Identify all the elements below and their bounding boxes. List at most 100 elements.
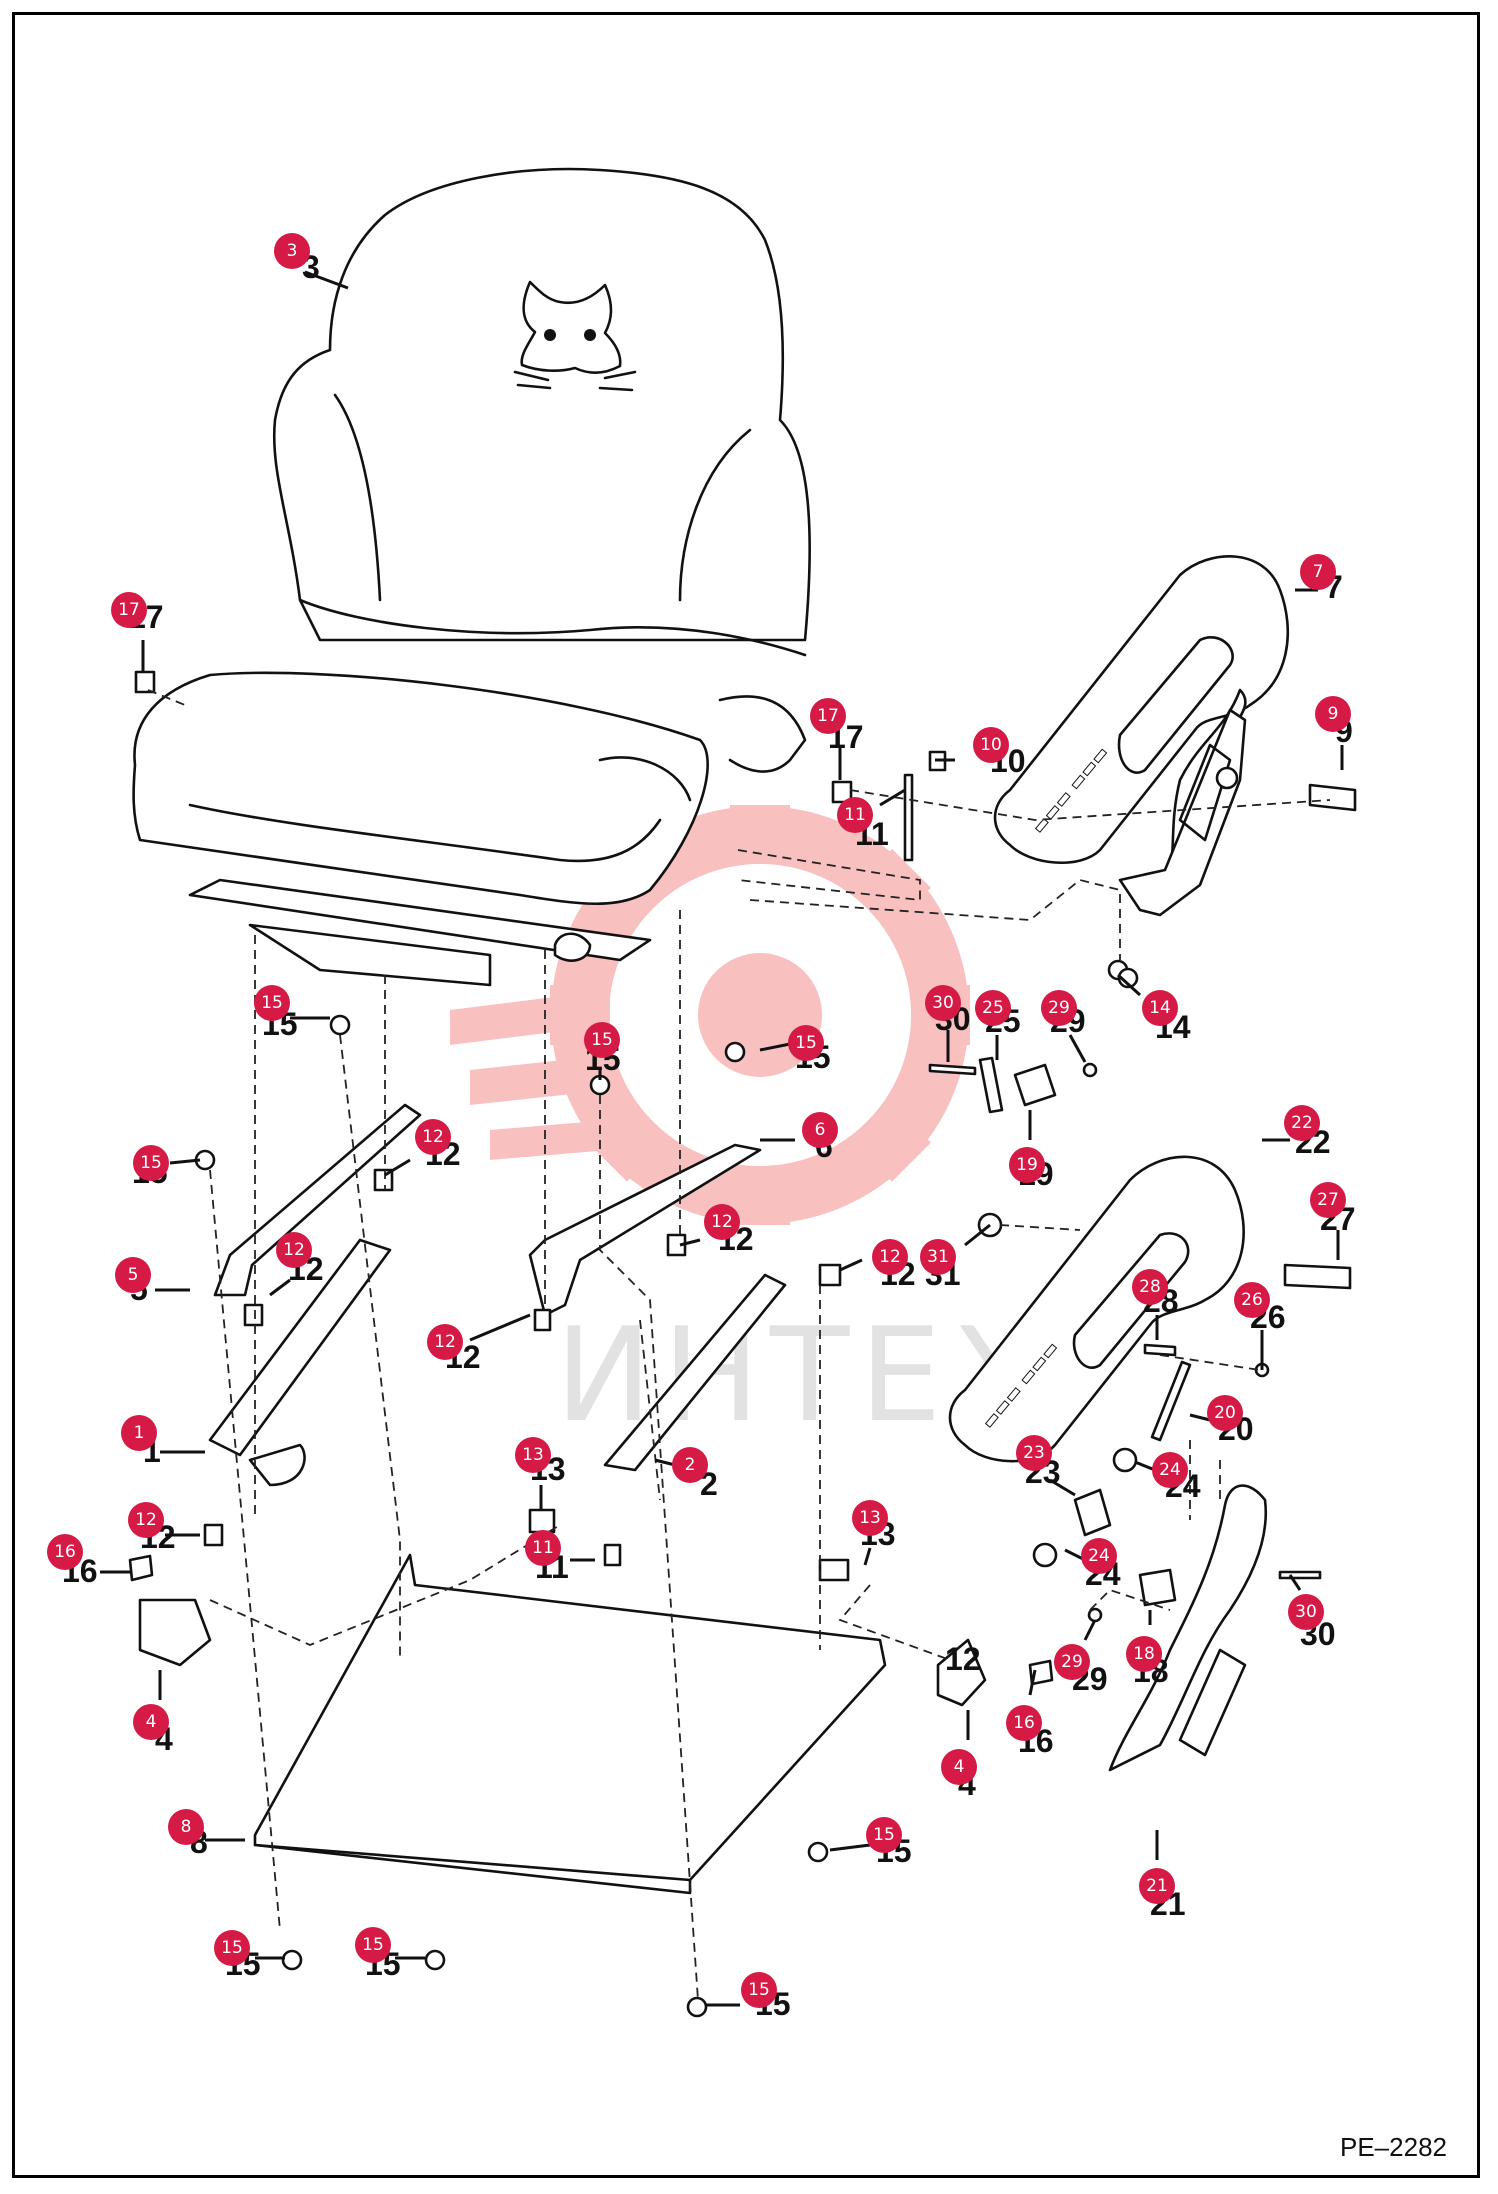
callout-badge-15[interactable]: 15 [133, 1145, 169, 1181]
callout-badge-label: 27 [1317, 1190, 1339, 1210]
callout-badge-13[interactable]: 13 [852, 1500, 888, 1536]
callout-badge-12[interactable]: 12 [415, 1119, 451, 1155]
callout-badge-17[interactable]: 17 [111, 592, 147, 628]
callout-badge-circle [973, 727, 1009, 763]
callout-badge-15[interactable]: 15 [355, 1927, 391, 1963]
callout-badge-12[interactable]: 12 [427, 1324, 463, 1360]
callout-badge-30[interactable]: 30 [1288, 1594, 1324, 1630]
callout-badge-13[interactable]: 13 [515, 1437, 551, 1473]
armrest-bracket-window [1178, 743, 1232, 842]
bobcat-logo-icon [513, 280, 637, 392]
assembly-lines [147, 689, 1331, 2001]
callout-badge-label: 31 [927, 1247, 949, 1267]
callout-badge-circle [128, 1502, 164, 1538]
callout-badge-8[interactable]: 8 [168, 1809, 204, 1845]
callout-badge-21[interactable]: 21 [1139, 1868, 1175, 1904]
callout-badge-4[interactable]: 4 [133, 1704, 169, 1740]
callout-badge-18[interactable]: 18 [1126, 1636, 1162, 1672]
callout-badge-label: 29 [1061, 1652, 1083, 1672]
callout-badge-24[interactable]: 24 [1152, 1452, 1188, 1488]
callout-badge-label: 1 [134, 1423, 145, 1443]
callout-leader-line [1028, 1669, 1037, 1696]
callout-leader-line [1288, 1574, 1302, 1591]
pin-30-b [1278, 1570, 1322, 1580]
callout-badge-label: 29 [1048, 998, 1070, 1018]
callout-badge-circle [584, 1022, 620, 1058]
callout-badge-label: 4 [146, 1712, 157, 1732]
callout-badge-30[interactable]: 30 [925, 985, 961, 1021]
callout-badge-20[interactable]: 20 [1207, 1395, 1243, 1431]
callout-badge-22[interactable]: 22 [1284, 1105, 1320, 1141]
seat-back-seam [298, 598, 807, 657]
callout-badge-12[interactable]: 12 [704, 1204, 740, 1240]
callout-badge-label: 11 [844, 805, 866, 825]
callout-badge-12[interactable]: 12 [128, 1502, 164, 1538]
bolt-13 [818, 1558, 850, 1582]
callout-badge-label: 7 [1313, 562, 1324, 582]
callout-badge-5[interactable]: 5 [115, 1257, 151, 1293]
callout-badge-16[interactable]: 16 [1006, 1705, 1042, 1741]
callout-badge-23[interactable]: 23 [1016, 1435, 1052, 1471]
callout-badge-1[interactable]: 1 [121, 1415, 157, 1451]
callout-badge-label: 11 [532, 1538, 554, 1558]
callout-badge-15[interactable]: 15 [584, 1022, 620, 1058]
callout-badge-label: 24 [1159, 1460, 1181, 1480]
nut-17-left [134, 670, 156, 694]
callout-badge-label: 5 [128, 1265, 139, 1285]
callout-badge-15[interactable]: 15 [741, 1972, 777, 2008]
callout-badge-17[interactable]: 17 [810, 698, 846, 734]
callout-badge-24[interactable]: 24 [1081, 1538, 1117, 1574]
callout-badge-circle [1288, 1594, 1324, 1630]
callout-badge-12[interactable]: 12 [276, 1232, 312, 1268]
nut-29 [1082, 1062, 1098, 1078]
callout-badge-9[interactable]: 9 [1315, 696, 1351, 732]
callout-badge-10[interactable]: 10 [973, 727, 1009, 763]
callout-badge-circle [1139, 1868, 1175, 1904]
callout-badge-11[interactable]: 11 [837, 797, 873, 833]
nut-15-e [807, 1841, 829, 1863]
callout-badge-31[interactable]: 31 [920, 1239, 956, 1275]
clip-13 [528, 1508, 556, 1534]
callout-badge-label: 10 [980, 735, 1002, 755]
bolt-11 [903, 773, 914, 862]
callout-badge-label: 12 [711, 1212, 733, 1232]
callout-badge-label: 15 [795, 1033, 817, 1053]
callout-badge-circle [515, 1437, 551, 1473]
callout-badge-28[interactable]: 28 [1132, 1269, 1168, 1305]
callout-leader-line [1068, 1034, 1087, 1063]
callout-badge-26[interactable]: 26 [1234, 1282, 1270, 1318]
callout-badge-7[interactable]: 7 [1300, 554, 1336, 590]
callout-badge-label: 12 [879, 1247, 901, 1267]
callout-badge-29[interactable]: 29 [1041, 990, 1077, 1026]
callout-badge-3[interactable]: 3 [274, 233, 310, 269]
callout-badge-14[interactable]: 14 [1142, 990, 1178, 1026]
callout-badge-29[interactable]: 29 [1054, 1644, 1090, 1680]
callout-badge-15[interactable]: 15 [866, 1817, 902, 1853]
callout-badge-12[interactable]: 12 [872, 1239, 908, 1275]
callout-badge-label: 12 [422, 1127, 444, 1147]
callout-badge-19[interactable]: 19 [1009, 1147, 1045, 1183]
callout-badge-circle [852, 1500, 888, 1536]
callout-badge-circle [1315, 696, 1351, 732]
diagram-frame [12, 12, 1480, 2178]
callout-badge-15[interactable]: 15 [788, 1025, 824, 1061]
callout-badge-27[interactable]: 27 [1310, 1182, 1346, 1218]
seat-bracket-4-right [936, 1638, 987, 1707]
callout-badge-6[interactable]: 6 [802, 1112, 838, 1148]
callout-badge-15[interactable]: 15 [214, 1930, 250, 1966]
callout-badge-15[interactable]: 15 [254, 985, 290, 1021]
seat-knob [553, 932, 592, 962]
callout-badge-16[interactable]: 16 [47, 1534, 83, 1570]
seat-cushion [132, 671, 709, 906]
callout-badge-4[interactable]: 4 [941, 1749, 977, 1785]
seat-cushion-seam [188, 803, 662, 863]
callout-badge-11[interactable]: 11 [525, 1530, 561, 1566]
callout-badge-2[interactable]: 2 [672, 1447, 708, 1483]
callout-badge-circle [1207, 1395, 1243, 1431]
latch-19 [1013, 1063, 1057, 1107]
callout-leader-line [169, 1158, 201, 1165]
callout-badge-label: 12 [135, 1510, 157, 1530]
callout-badge-25[interactable]: 25 [975, 990, 1011, 1026]
seat-back [272, 167, 811, 642]
callout-badge-circle [941, 1749, 977, 1785]
